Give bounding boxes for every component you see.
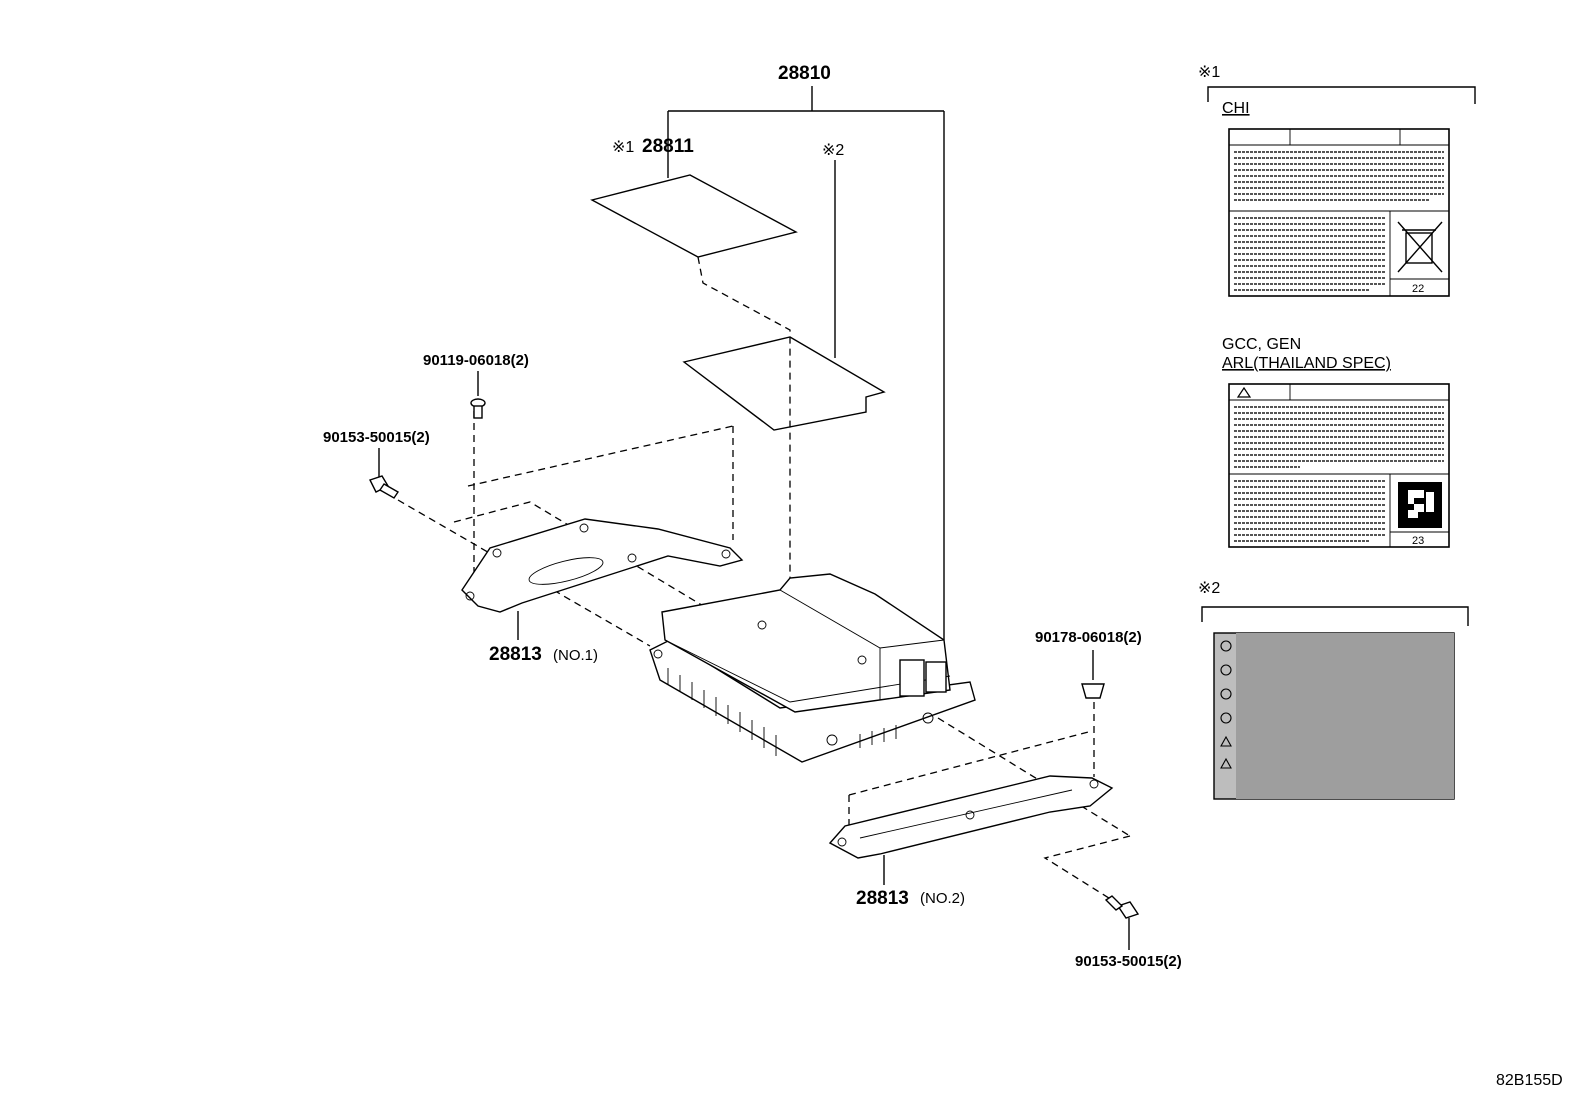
assembly-number: 28810 [778,63,831,84]
ecu-unit [649,573,976,763]
nut-right-number: 90178-06018(2) [1035,629,1142,646]
legend-group-1: ※1 CHI [1198,64,1476,548]
label-sheet-mark: ※1 [612,139,634,156]
recycle-loop-icon [1398,482,1442,528]
label-card-gcc: 23 [1228,383,1450,548]
label-sheet-28811 [590,174,798,258]
bracket-no2 [828,775,1114,859]
bolt-bottom-number: 90153-50015(2) [1075,953,1182,970]
figure-code: 82B155D [1496,1072,1563,1089]
bolt-left-callout: 90153-50015(2) [323,429,430,478]
bolt-bottom-icon [1104,895,1140,919]
legend-group-2-mark: ※2 [1198,580,1220,597]
bolt-bottom-callout: 90153-50015(2) [1075,918,1182,970]
label-card-note2 [1213,632,1455,800]
bracket-no2-callout: 28813 (NO.2) [856,855,965,909]
text-lines-a1 [1234,151,1444,291]
nut-right-icon [1081,683,1105,699]
bolt-top-icon [470,398,486,419]
bracket-no1-suffix: (NO.1) [553,647,598,664]
nut-right-callout: 90178-06018(2) [1035,629,1142,680]
variant-a-label: CHI [1222,100,1250,117]
bolt-top-number: 90119-06018(2) [423,352,529,369]
label-sheet-note2 [682,336,886,431]
recycle-bin-crossed-icon [1397,221,1443,273]
bolt-top-callout: 90119-06018(2) [423,352,529,396]
bracket-no1 [461,518,744,613]
label-sheet-callout: ※1 28811 ※2 [612,136,844,159]
legend-group-1-mark: ※1 [1198,64,1220,81]
assembly-callout: 28810 [667,63,945,640]
label-card-chi: 22 [1228,128,1450,297]
note-mark-2: ※2 [822,142,844,159]
warning-triangle-icon [1236,386,1252,398]
variant-b-label-line1: GCC, GEN [1222,336,1301,353]
variant-a-page: 22 [1412,283,1424,295]
label-sheet-number: 28811 [642,136,694,157]
bolt-left-number: 90153-50015(2) [323,429,430,446]
variant-b-label-line2: ARL(THAILAND SPEC) [1222,355,1391,372]
bracket-no1-number: 28813 [489,644,542,665]
legend-group-2: ※2 [1198,580,1469,800]
bracket-no1-callout: 28813 (NO.1) [489,611,598,665]
text-lines-b1 [1234,406,1444,542]
bolt-left-icon [369,475,399,499]
variant-b-page: 23 [1412,535,1424,547]
bracket-no2-suffix: (NO.2) [920,890,965,907]
bracket-no2-number: 28813 [856,888,909,909]
